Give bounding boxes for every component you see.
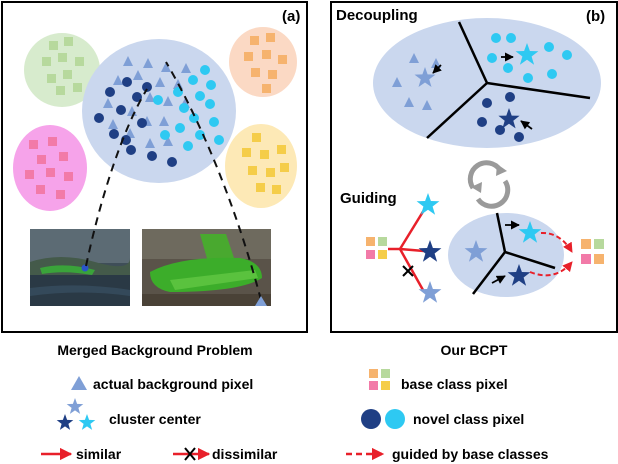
background-pixel-marker: [255, 296, 267, 306]
guided-background-star: [464, 240, 488, 262]
legend-circle-light: [385, 409, 405, 429]
decoupling-label: Decoupling: [336, 7, 418, 24]
pointer-line-plane: [165, 61, 262, 301]
pull-arrow-background: [432, 64, 442, 74]
legend-cross-icon: [184, 447, 196, 461]
guide-star-light: [416, 193, 440, 215]
panel-b-caption: Our BCPT: [441, 342, 508, 358]
cluster-boundaries: [426, 21, 591, 139]
legend-similar: similar: [76, 446, 122, 462]
legend-dissimilar: dissimilar: [212, 446, 278, 462]
panel-b-tag: (b): [586, 8, 605, 25]
green-squares: [42, 37, 84, 95]
legend-circle-dark: [361, 409, 381, 429]
guide-star-background: [418, 281, 442, 303]
dark-novel-cluster-center-star: [498, 108, 520, 129]
pointer-line-sea: [85, 88, 148, 267]
guided-dark-star: [507, 264, 531, 286]
merged-background-cluster: [82, 39, 236, 183]
cycle-arrows-icon: [467, 160, 511, 209]
guided-pull-arrow-bottom: [491, 275, 506, 284]
panel-b: Decoupling (b): [330, 1, 618, 358]
legend-star-dark: [56, 414, 74, 430]
guiding-label: Guiding: [340, 190, 397, 207]
background-cluster-center-star: [414, 67, 436, 87]
light-novel-cluster-center-star: [515, 43, 539, 65]
guiding-relations: [388, 209, 426, 291]
legend-background-pixel: actual background pixel: [93, 376, 253, 392]
decoupled-light-circles: [487, 33, 572, 83]
dissimilar-cross-icon: [402, 265, 414, 277]
decoupled-background-triangles: [392, 53, 441, 110]
pink-squares: [25, 137, 73, 199]
sea-scene-image: [30, 229, 130, 306]
legend-base-squares: [369, 369, 390, 390]
legend-cluster-center: cluster center: [109, 411, 201, 427]
guided-base-squares: [581, 239, 604, 264]
pull-arrow-dark-novel: [520, 120, 533, 130]
legend-star-light-background: [66, 398, 84, 414]
legend-triangle-icon: [71, 376, 87, 390]
airplane-scene-image: [142, 229, 271, 306]
legend-guided: guided by base classes: [392, 446, 549, 462]
panel-a-caption: Merged Background Problem: [57, 342, 252, 358]
yellow-squares: [242, 133, 289, 194]
legend-novel-class-pixel: novel class pixel: [413, 411, 524, 427]
guided-light-star: [518, 221, 542, 243]
panel-a: (a): [1, 1, 308, 358]
legend-base-class-pixel: base class pixel: [401, 376, 508, 392]
guided-boundaries: [472, 212, 556, 295]
orange-squares: [244, 33, 287, 93]
guide-star-dark: [418, 240, 442, 262]
guiding-base-squares: [366, 237, 387, 259]
legend: actual background pixel cluster center s…: [41, 369, 549, 462]
legend-star-light: [78, 414, 96, 430]
panel-a-tag: (a): [282, 8, 300, 25]
orange-class-cluster: [229, 27, 297, 97]
guided-by-base-arrow-bottom: [529, 261, 573, 277]
guided-by-base-arrow-top: [540, 231, 573, 253]
decoupled-dark-circles: [477, 92, 524, 142]
